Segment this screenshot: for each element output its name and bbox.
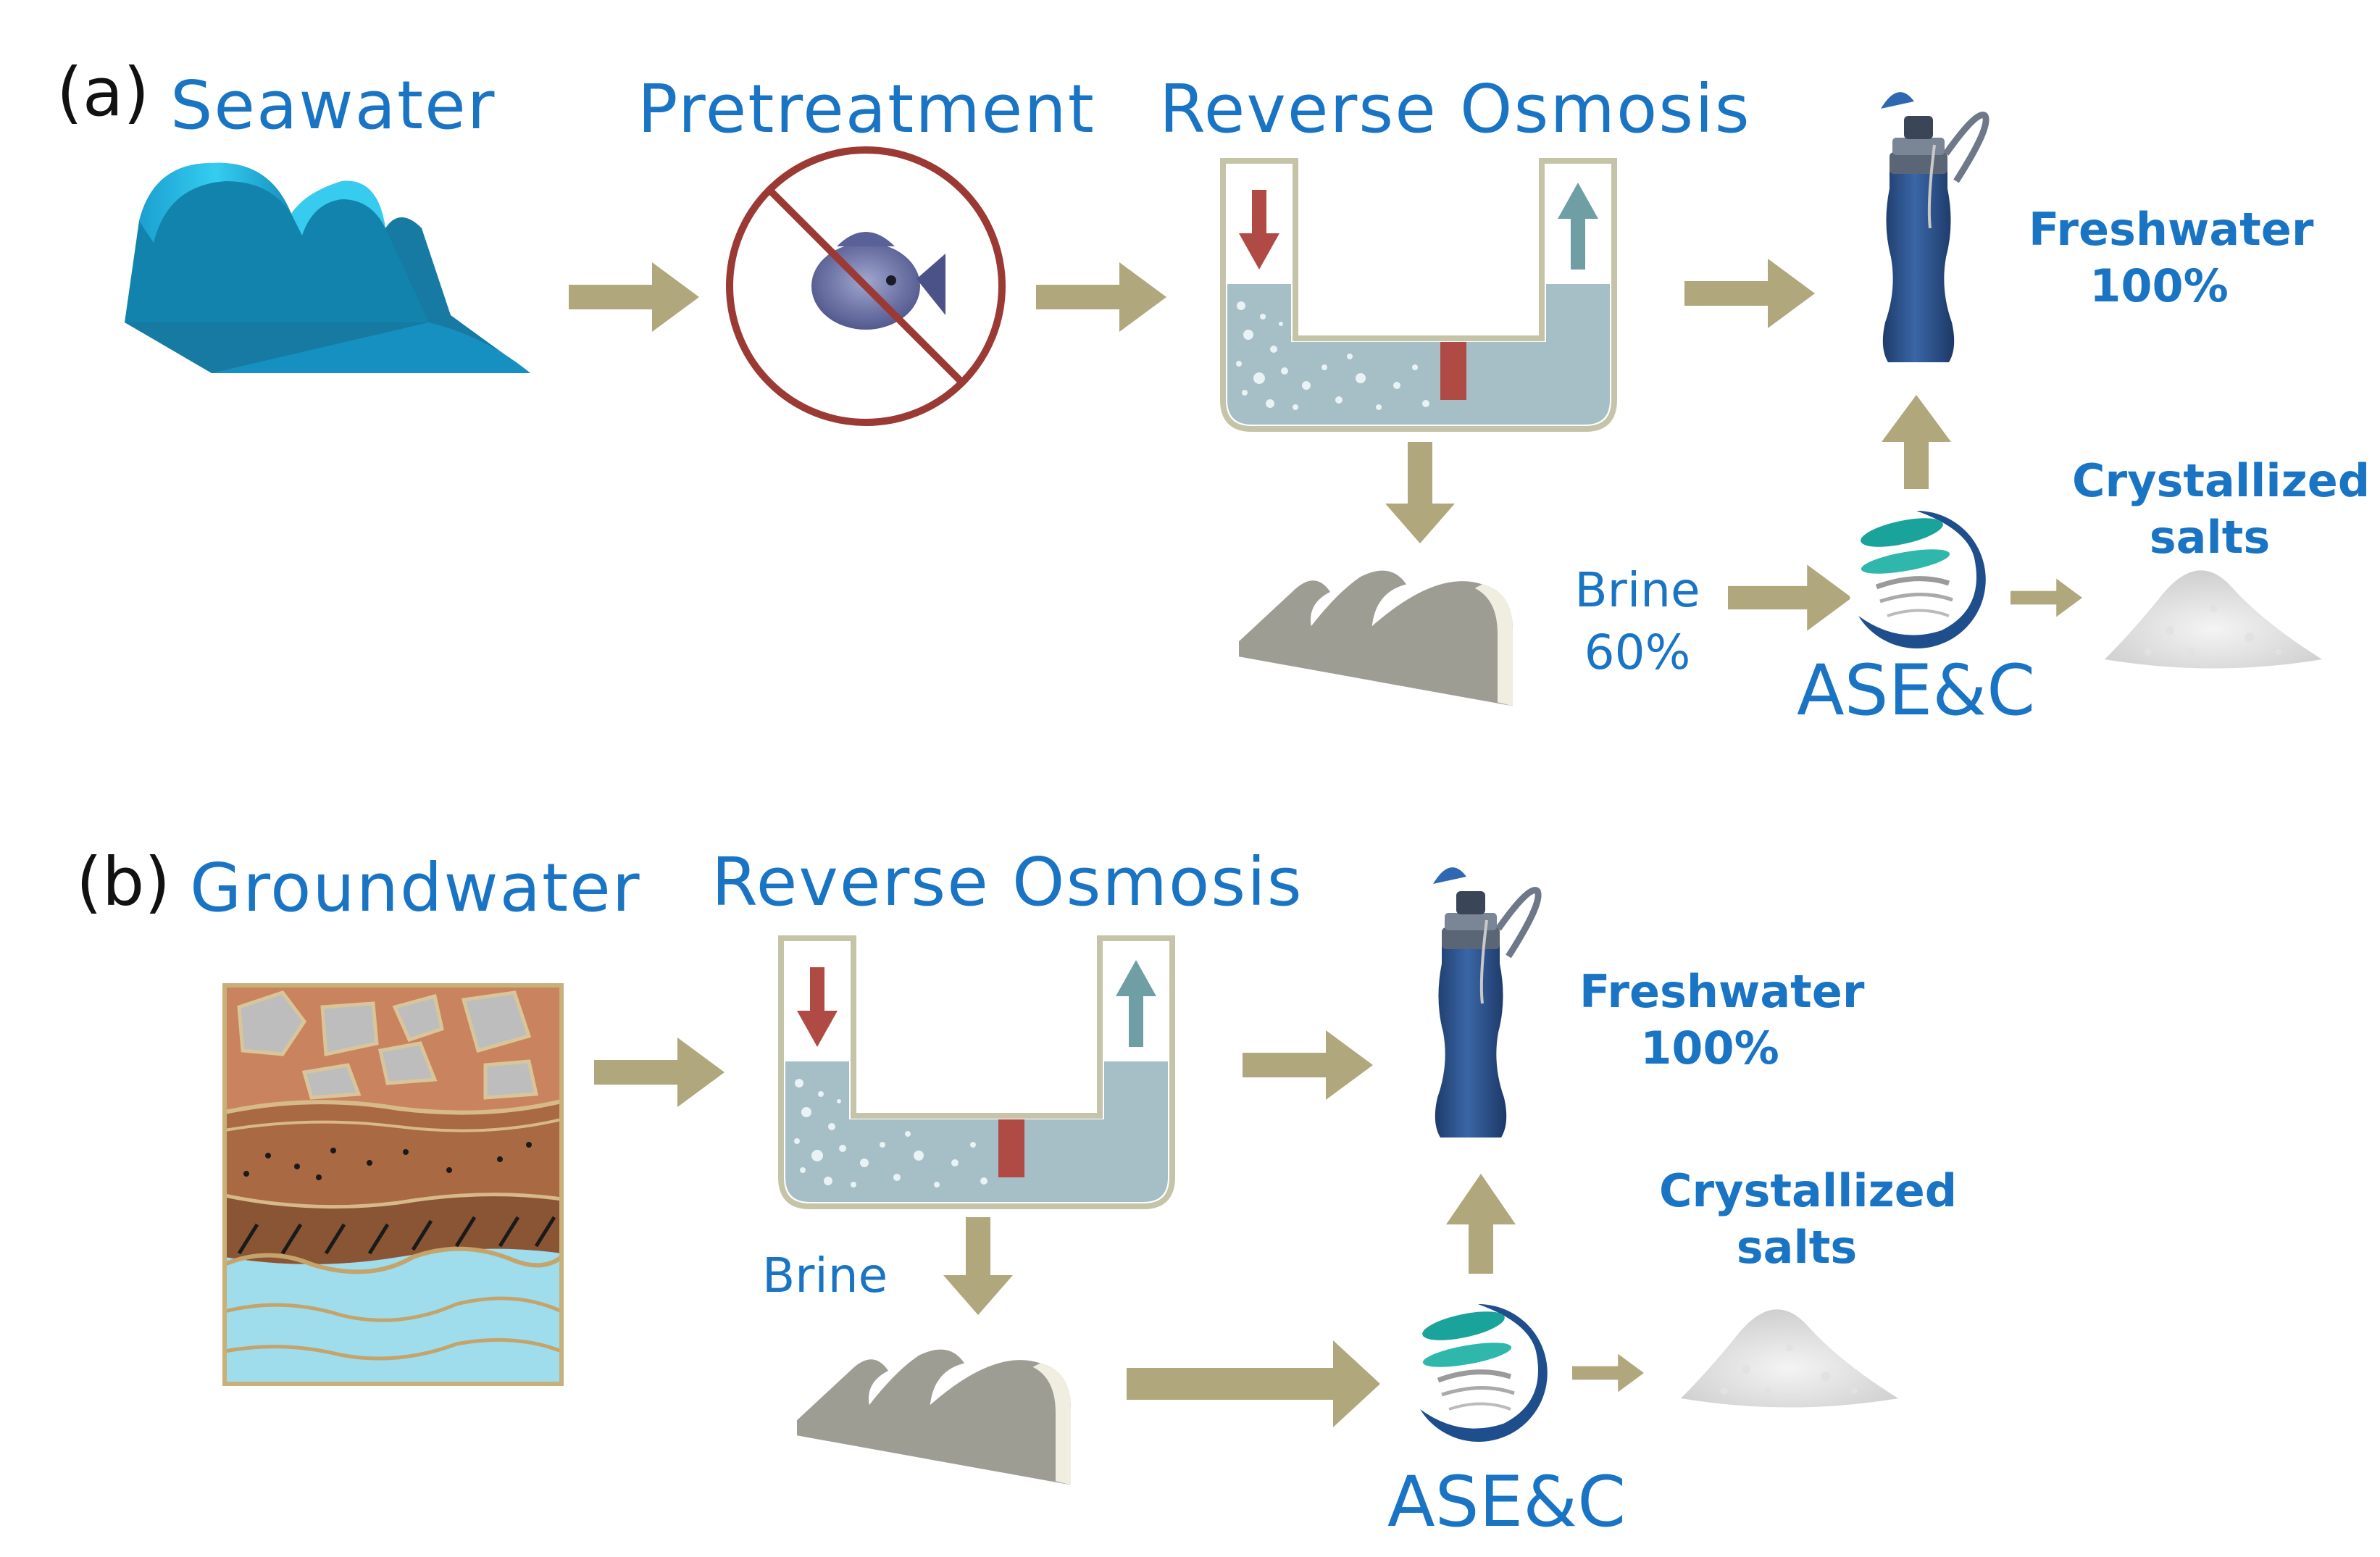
salts-text-b: salts <box>1736 1220 1858 1274</box>
flow-arrow-icon <box>1127 1340 1380 1427</box>
crystallized-text-b: Crystallized <box>1659 1164 1958 1217</box>
ase-label: ASE&C <box>1797 650 2036 731</box>
brine-text: Brine <box>1574 562 1700 618</box>
flow-arrow-icon <box>1446 1174 1516 1274</box>
brine-label: Brine 60% <box>1565 559 1710 684</box>
flow-arrow-icon <box>1882 395 1951 489</box>
flow-arrow-icon <box>1728 564 1852 631</box>
seawater-wave-icon <box>125 162 530 373</box>
ase-logo-icon <box>1409 1304 1548 1442</box>
freshwater-percent-b: 100% <box>1640 1021 1779 1074</box>
panel-a-tag: (a) <box>57 54 150 131</box>
freshwater-label-b: Freshwater 100% <box>1579 964 1865 1076</box>
reverse-osmosis-title-b: Reverse Osmosis <box>711 843 1303 921</box>
freshwater-text: Freshwater <box>2029 203 2314 256</box>
panel-b-tag: (b) <box>76 843 171 921</box>
ase-logo-icon <box>1847 511 1986 648</box>
flow-arrow-icon <box>1385 442 1455 543</box>
water-bottle-icon <box>1433 867 1538 1138</box>
reverse-osmosis-u-tube-icon <box>1223 161 1614 429</box>
seawater-title: Seawater <box>170 67 496 144</box>
flow-arrow-icon <box>594 1038 725 1107</box>
reverse-osmosis-title: Reverse Osmosis <box>1159 70 1751 148</box>
brine-label-b: Brine <box>762 1248 888 1303</box>
flow-arrow-icon <box>1036 262 1166 332</box>
flow-arrow-icon <box>943 1217 1013 1315</box>
flow-arrow-icon <box>1243 1030 1373 1100</box>
flow-arrow-icon <box>1572 1353 1644 1393</box>
pretreatment-title: Pretreatment <box>638 70 1095 148</box>
flow-arrow-icon <box>569 262 699 332</box>
reverse-osmosis-u-tube-icon <box>781 938 1172 1206</box>
water-bottle-icon <box>1881 92 1986 362</box>
freshwater-text-b: Freshwater <box>1579 965 1865 1018</box>
brine-wave-icon <box>1239 570 1513 706</box>
brine-wave-icon <box>797 1349 1071 1485</box>
salts-text: salts <box>2149 510 2271 564</box>
flow-arrow-icon <box>1684 259 1815 328</box>
groundwater-title: Groundwater <box>190 849 641 927</box>
brine-percent: 60% <box>1584 624 1691 680</box>
ase-label-b: ASE&C <box>1387 1461 1627 1543</box>
salt-pile-icon <box>2105 570 2322 669</box>
freshwater-label: Freshwater 100% <box>2029 201 2314 314</box>
soil-layers-icon <box>222 983 564 1386</box>
no-fish-icon <box>726 146 1006 426</box>
crystallized-text: Crystallized <box>2072 454 2371 507</box>
salt-pile-icon <box>1681 1309 1898 1408</box>
crystallized-salts-label: Crystallized salts <box>2072 453 2371 565</box>
freshwater-percent: 100% <box>2089 259 2229 312</box>
crystallized-salts-label-b: Crystallized salts <box>1659 1163 1958 1275</box>
flow-arrow-icon <box>2011 578 2082 617</box>
